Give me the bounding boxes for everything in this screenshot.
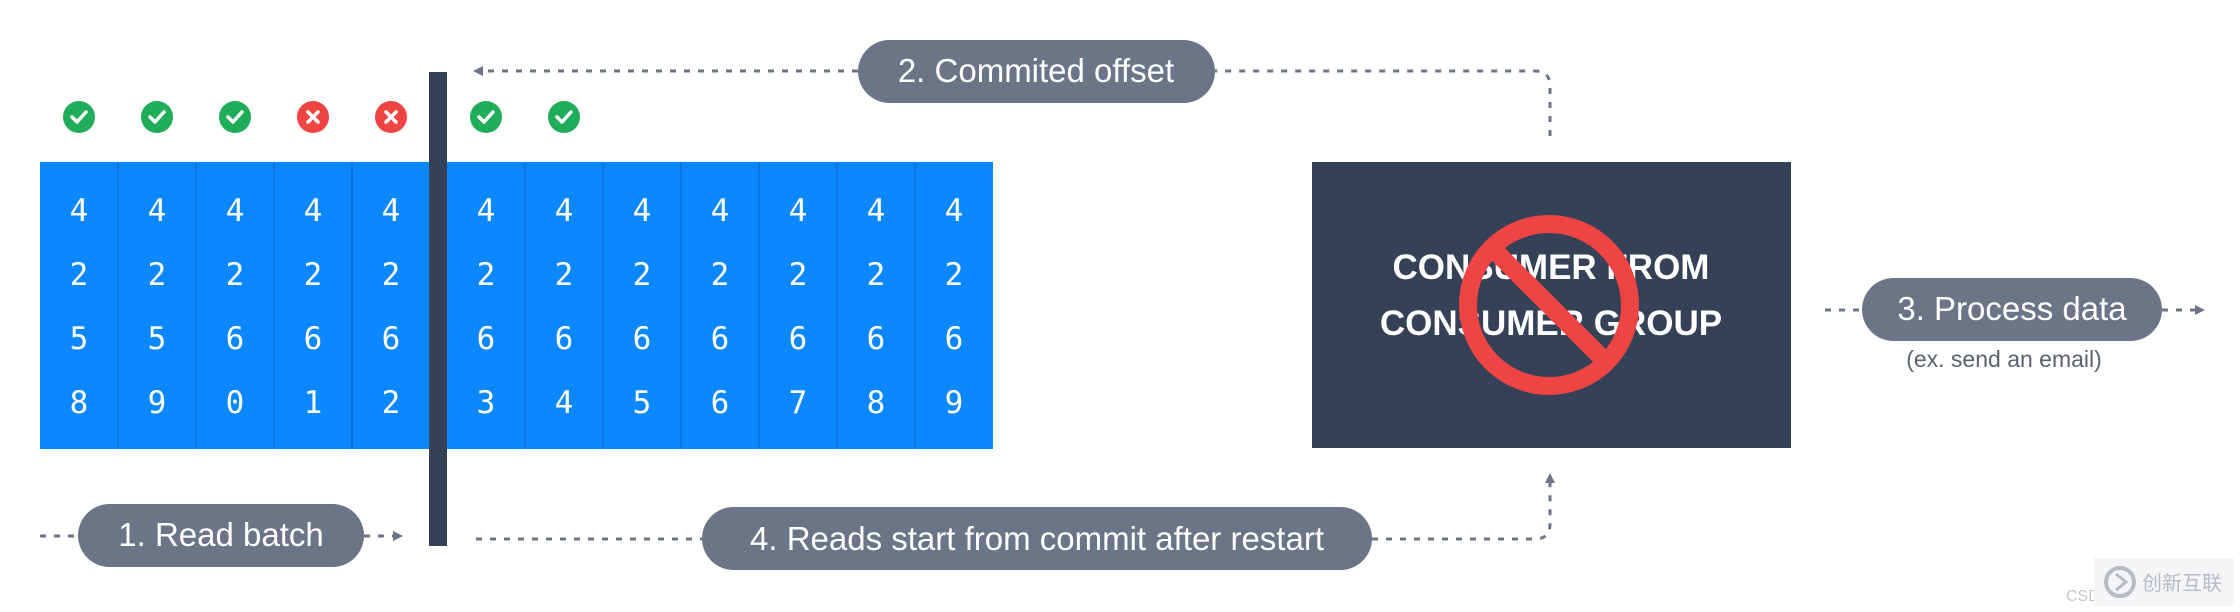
offset-block-after-commit [447,162,993,449]
offset-digit: 2 [382,385,401,421]
offset-digit: 5 [70,321,89,357]
offset-digit: 4 [633,193,652,229]
offset-cell: 4 2 6 6 [680,162,730,449]
step-read-batch-label: 1. Read batch [118,516,323,553]
step-reads-after-restart-pill: 4. Reads start from commit after restart [702,507,1372,570]
status-icons [63,101,580,133]
offset-digit: 2 [148,257,167,293]
offset-digit: 9 [148,385,167,421]
offset-digit: 6 [945,321,964,357]
offset-digit: 6 [789,321,808,357]
brand-logo-icon [2104,566,2136,598]
offset-digit: 3 [477,385,496,421]
step-process-data-note: (ex. send an email) [1906,346,2102,372]
step-commited-offset-label: 2. Commited offset [898,52,1174,89]
offset-cell: 4 2 6 9 [914,162,964,449]
no-entry-icon [1459,215,1639,395]
offset-digit: 4 [70,193,89,229]
offset-log: 4 2 5 8 4 2 5 9 4 2 6 0 4 2 6 1 4 2 6 2 4 2 6 3 4 2 6 4 4 2 6 5 4 2 6 6 4 2 6 7… [40,162,993,449]
offset-cell: 4 2 6 1 [273,162,323,449]
watermark-brand-text: 创新互联 [2142,571,2222,595]
offset-digit: 4 [555,193,574,229]
offset-cell: 4 2 6 2 [351,162,401,449]
step-reads-after-restart-label: 4. Reads start from commit after restart [750,520,1324,557]
step-process-data-label: 3. Process data [1897,290,2127,327]
offset-digit: 4 [304,193,323,229]
offset-digit: 4 [945,193,964,229]
check-icon [141,101,173,133]
step-commited-offset-pill: 2. Commited offset [858,40,1215,103]
offset-digit: 9 [945,385,964,421]
offset-cell: 4 2 6 4 [524,162,574,449]
offset-digit: 6 [555,321,574,357]
check-icon [219,101,251,133]
step-read-batch-pill: 1. Read batch [78,504,364,567]
connectors [40,66,2205,541]
watermark-left-text: CSD [2066,588,2100,605]
offset-cell: 4 2 6 7 [758,162,808,449]
watermark: CSD 创新互联 [2066,558,2234,606]
offset-digit: 5 [633,385,652,421]
offset-digit: 6 [711,321,730,357]
offset-digit: 4 [789,193,808,229]
offset-digit: 0 [226,385,245,421]
offset-digit: 4 [226,193,245,229]
offset-digit: 2 [477,257,496,293]
offset-digit: 4 [148,193,167,229]
offset-cell: 4 2 6 5 [602,162,652,449]
check-icon [63,101,95,133]
offset-digit: 2 [226,257,245,293]
offset-digit: 8 [867,385,886,421]
offset-digit: 2 [633,257,652,293]
offset-digit: 2 [304,257,323,293]
offset-digit: 5 [148,321,167,357]
check-icon [470,101,502,133]
offset-digit: 4 [555,385,574,421]
offset-digit: 2 [789,257,808,293]
offset-cell: 4 2 6 8 [836,162,886,449]
restart-read-connector-right [1372,473,1555,541]
offset-digit: 2 [945,257,964,293]
offset-block-before-commit [40,162,430,449]
offset-digit: 2 [711,257,730,293]
offset-digit: 6 [867,321,886,357]
consumer-box: CONSUMER FROM CONSUMER GROUP [1312,162,1791,448]
offset-cell: 4 2 5 9 [117,162,167,449]
offset-digit: 2 [70,257,89,293]
offset-cell: 4 2 5 8 [70,193,89,421]
offset-cell: 4 2 6 3 [477,193,496,421]
cross-icon [375,101,407,133]
commit-offset-connector [1215,69,1552,136]
offset-digit: 4 [477,193,496,229]
offset-digit: 6 [382,321,401,357]
offset-digit: 4 [867,193,886,229]
offset-digit: 2 [867,257,886,293]
offset-digit: 4 [711,193,730,229]
cross-icon [297,101,329,133]
offset-digit: 1 [304,385,323,421]
check-icon [548,101,580,133]
offset-digit: 6 [304,321,323,357]
commit-marker-bar [429,72,447,546]
offset-digit: 7 [789,385,808,421]
offset-digit: 6 [226,321,245,357]
offset-digit: 4 [382,193,401,229]
consumer-label-line1: CONSUMER FROM [1393,248,1710,287]
offset-digit: 2 [382,257,401,293]
offset-digit: 8 [70,385,89,421]
offset-digit: 6 [711,385,730,421]
offset-cell: 4 2 6 0 [195,162,245,449]
offset-digit: 6 [477,321,496,357]
offset-digit: 2 [555,257,574,293]
offset-digit: 6 [633,321,652,357]
step-process-data-pill: 3. Process data [1862,278,2162,341]
